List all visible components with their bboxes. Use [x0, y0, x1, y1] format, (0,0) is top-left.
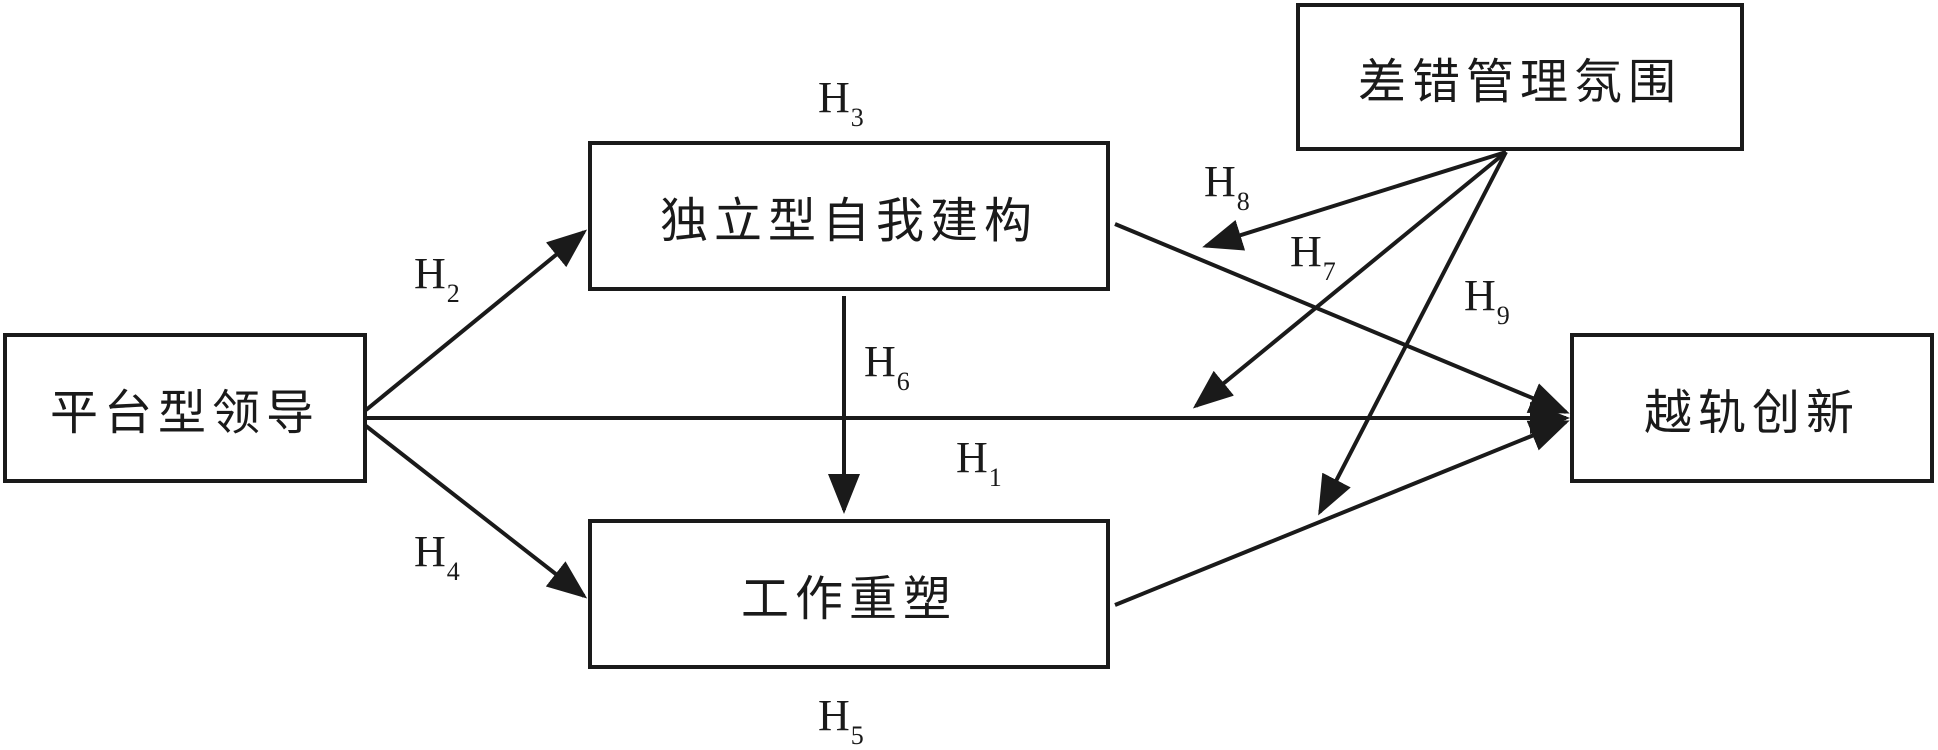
- node-platform-leadership: 平台型领导: [3, 333, 367, 483]
- node-label: 工作重塑: [740, 571, 957, 627]
- node-job-crafting: 工作重塑: [588, 519, 1110, 669]
- hypothesis-number: 7: [1322, 257, 1336, 286]
- hypothesis-label-h4: H4: [414, 527, 460, 585]
- hypothesis-number: 5: [850, 721, 864, 750]
- arrow-crafting-to-innovation: [1114, 420, 1570, 607]
- hypothesis-number: 2: [446, 279, 460, 308]
- hypothesis-letter: H: [818, 73, 850, 122]
- hypothesis-letter: H: [864, 337, 896, 386]
- hypothesis-number: 9: [1496, 301, 1510, 330]
- node-label: 差错管理氛围: [1357, 54, 1682, 110]
- hypothesis-number: 4: [446, 557, 460, 586]
- hypothesis-letter: H: [1464, 271, 1496, 320]
- hypothesis-label-h2: H2: [414, 249, 460, 307]
- node-independent-self-construal: 独立型自我建构: [588, 141, 1110, 291]
- arrow-h9-climate-to-crafting-path: [1318, 151, 1508, 516]
- hypothesis-letter: H: [956, 433, 988, 482]
- hypothesis-label-h5: H5: [818, 691, 864, 749]
- hypothesis-number: 8: [1236, 187, 1250, 216]
- arrow-h4-platform-to-crafting: [364, 424, 588, 599]
- hypothesis-letter: H: [414, 249, 446, 298]
- hypothesis-label-h1: H1: [956, 433, 1002, 491]
- hypothesis-label-h3: H3: [818, 73, 864, 131]
- hypothesis-number: 6: [896, 367, 910, 396]
- hypothesis-number: 3: [850, 103, 864, 132]
- hypothesis-label-h7: H7: [1290, 227, 1336, 285]
- hypothesis-label-h9: H9: [1464, 271, 1510, 329]
- hypothesis-letter: H: [414, 527, 446, 576]
- hypothesis-letter: H: [1290, 227, 1322, 276]
- arrow-h7-climate-to-h1: [1192, 150, 1508, 409]
- arrow-h2-platform-to-self: [364, 229, 588, 412]
- arrow-h8-climate-to-self: [1202, 150, 1507, 251]
- node-label: 平台型领导: [49, 385, 320, 441]
- node-deviant-innovation: 越轨创新: [1570, 333, 1934, 483]
- hypothesis-letter: H: [818, 691, 850, 740]
- hypothesis-number: 1: [988, 463, 1002, 492]
- arrow-self-to-innovation: [1114, 222, 1570, 414]
- node-label: 独立型自我建构: [659, 193, 1038, 249]
- node-error-management-climate: 差错管理氛围: [1296, 3, 1744, 151]
- hypothesis-letter: H: [1204, 157, 1236, 206]
- hypothesis-label-h6: H6: [864, 337, 910, 395]
- node-label: 越轨创新: [1643, 385, 1860, 441]
- hypothesis-label-h8: H8: [1204, 157, 1250, 215]
